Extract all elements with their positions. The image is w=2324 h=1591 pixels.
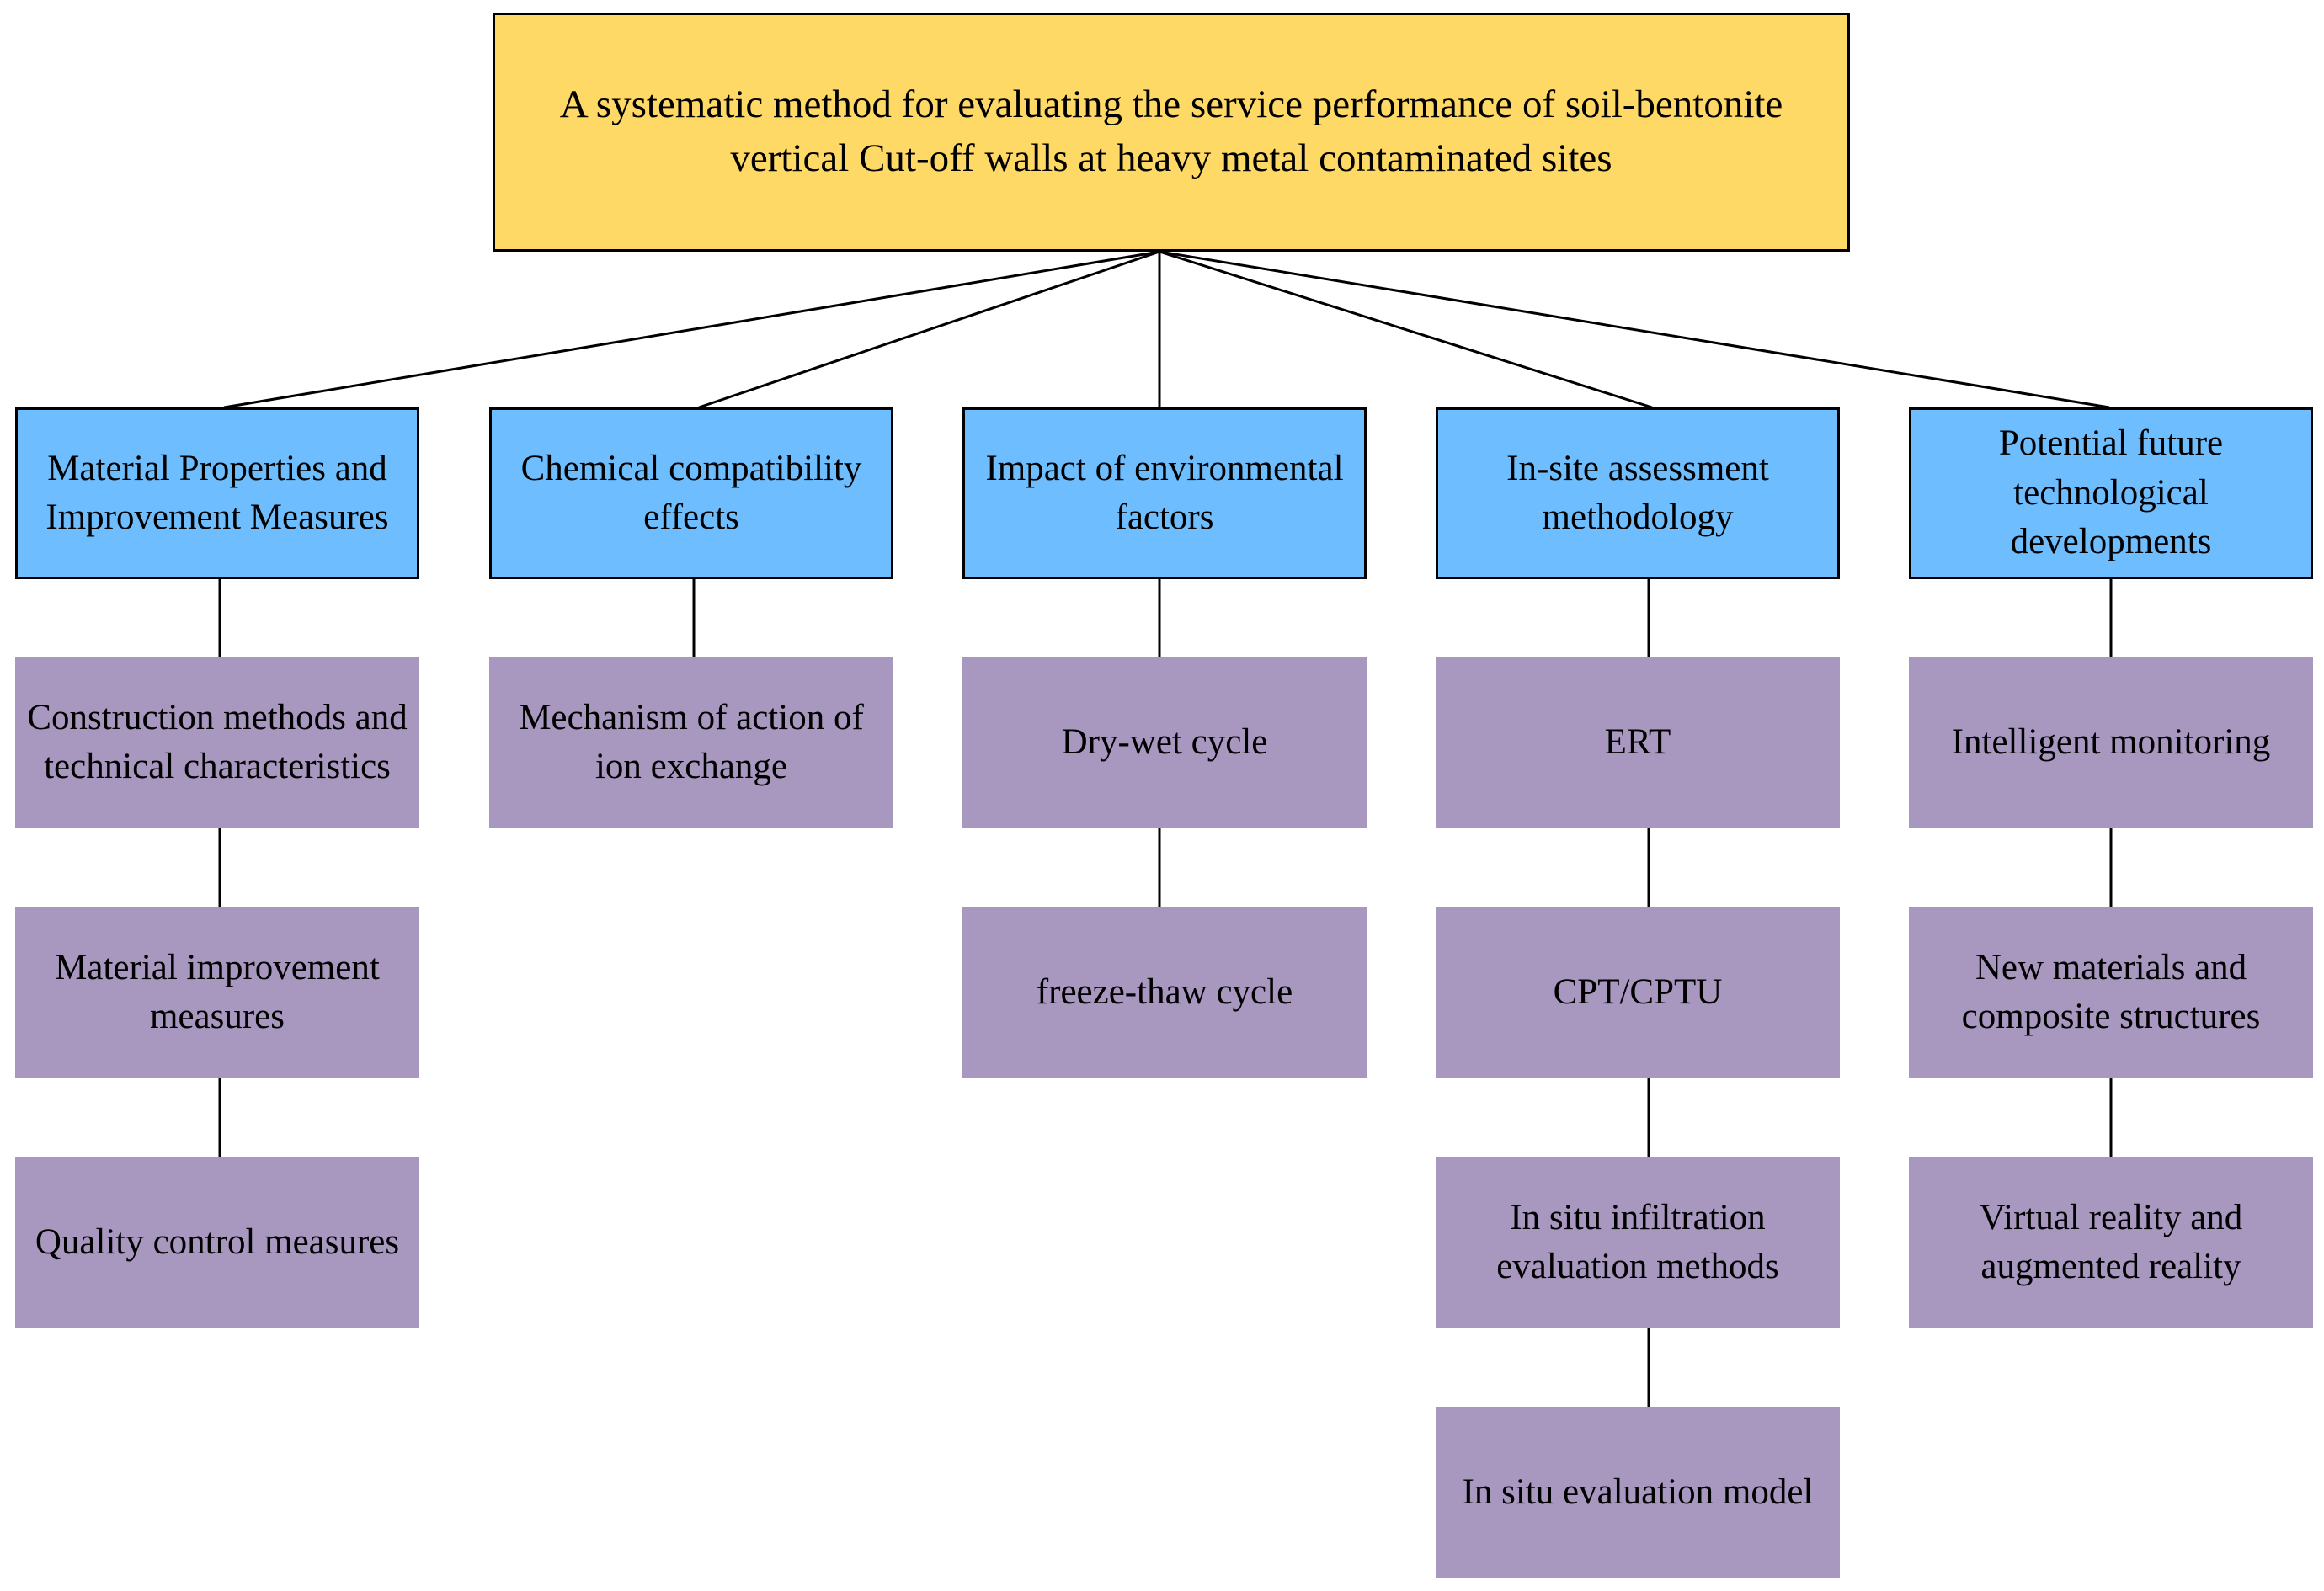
leaf-virtual-reality: Virtual reality and augmented reality bbox=[1909, 1157, 2313, 1328]
leaf-in-situ-infiltration: In situ infiltration evaluation methods bbox=[1436, 1157, 1840, 1328]
leaf-label: In situ infiltration evaluation methods bbox=[1496, 1197, 1779, 1286]
category-label: Potential future technological developme… bbox=[1998, 423, 2224, 562]
category-chemical-compatibility: Chemical compatibility effects bbox=[489, 407, 893, 579]
leaf-ion-exchange: Mechanism of action of ion exchange bbox=[489, 657, 893, 828]
leaf-label: Intelligent monitoring bbox=[1951, 721, 2271, 762]
edge-root-to-cat-3 bbox=[1159, 250, 1653, 409]
edge-root-to-cat-4 bbox=[1159, 250, 2110, 409]
category-label: Impact of environmental factors bbox=[985, 448, 1344, 537]
leaf-dry-wet-cycle: Dry-wet cycle bbox=[962, 657, 1367, 828]
root-node: A systematic method for evaluating the s… bbox=[493, 13, 1850, 252]
leaf-new-materials: New materials and composite structures bbox=[1909, 907, 2313, 1078]
edge-root-to-cat-1 bbox=[698, 250, 1160, 409]
leaf-quality-control: Quality control measures bbox=[15, 1157, 419, 1328]
leaf-intelligent-monitoring: Intelligent monitoring bbox=[1909, 657, 2313, 828]
category-environmental-factors: Impact of environmental factors bbox=[962, 407, 1367, 579]
leaf-label: Construction methods and technical chara… bbox=[27, 697, 408, 786]
edge-root-to-cat-0 bbox=[223, 250, 1160, 409]
leaf-ert: ERT bbox=[1436, 657, 1840, 828]
leaf-label: Dry-wet cycle bbox=[1061, 721, 1268, 762]
category-label: Material Properties and Improvement Meas… bbox=[45, 448, 389, 537]
leaf-label: In situ evaluation model bbox=[1462, 1471, 1814, 1512]
category-future-developments: Potential future technological developme… bbox=[1909, 407, 2313, 579]
leaf-label: ERT bbox=[1604, 721, 1671, 762]
category-label: Chemical compatibility effects bbox=[520, 448, 862, 537]
root-node-label: A systematic method for evaluating the s… bbox=[559, 82, 1783, 180]
category-material-properties: Material Properties and Improvement Meas… bbox=[15, 407, 419, 579]
leaf-construction-methods: Construction methods and technical chara… bbox=[15, 657, 419, 828]
leaf-label: Mechanism of action of ion exchange bbox=[519, 697, 864, 786]
category-label: In-site assessment methodology bbox=[1506, 448, 1769, 537]
leaf-material-improvement: Material improvement measures bbox=[15, 907, 419, 1078]
leaf-label: freeze-thaw cycle bbox=[1036, 971, 1293, 1012]
leaf-cpt-cptu: CPT/CPTU bbox=[1436, 907, 1840, 1078]
category-in-site-assessment: In-site assessment methodology bbox=[1436, 407, 1840, 579]
leaf-freeze-thaw-cycle: freeze-thaw cycle bbox=[962, 907, 1367, 1078]
leaf-label: Virtual reality and augmented reality bbox=[1979, 1197, 2243, 1286]
leaf-label: CPT/CPTU bbox=[1553, 971, 1723, 1012]
leaf-label: Quality control measures bbox=[35, 1221, 400, 1262]
leaf-label: New materials and composite structures bbox=[1961, 947, 2261, 1036]
leaf-in-situ-evaluation-model: In situ evaluation model bbox=[1436, 1407, 1840, 1578]
leaf-label: Material improvement measures bbox=[55, 947, 380, 1036]
